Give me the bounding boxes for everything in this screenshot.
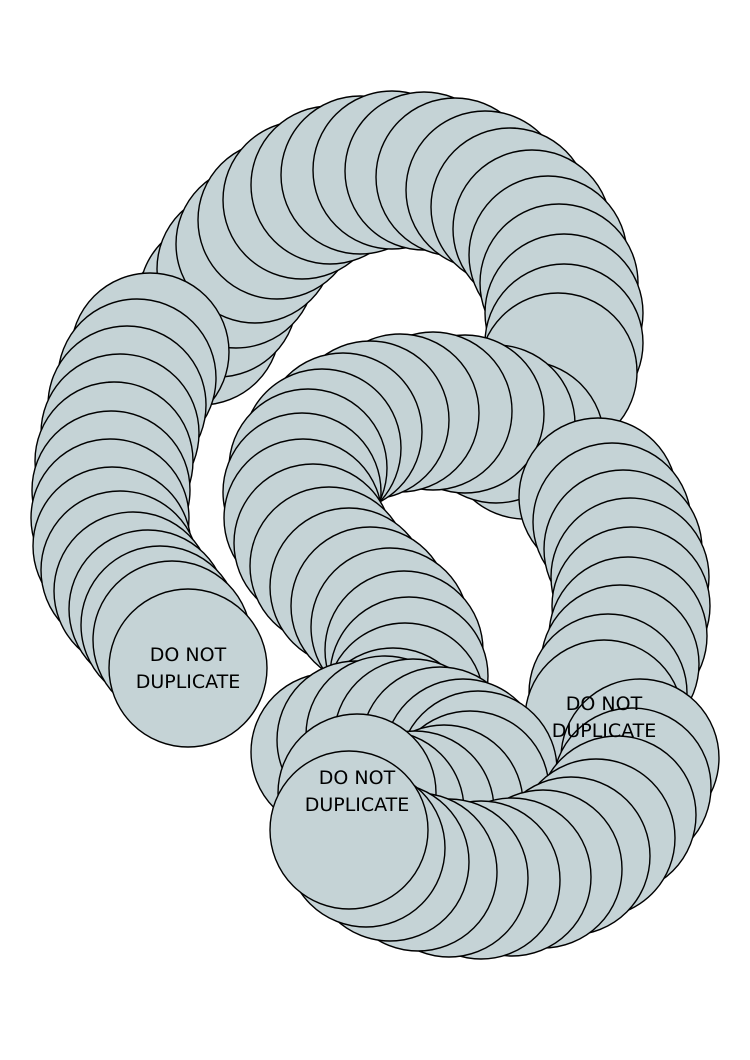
label-line-1: DO NOT: [150, 644, 227, 666]
disc-chains: [30, 90, 720, 960]
label-disc-right: DO NOT DUPLICATE: [552, 693, 657, 742]
sticker-disc: [108, 588, 268, 748]
label-line-2: DUPLICATE: [136, 671, 241, 693]
sticker-disc: [269, 750, 429, 910]
label-disc-bottom-left: DO NOT DUPLICATE: [136, 644, 241, 693]
label-line-1: DO NOT: [319, 767, 396, 789]
label-line-2: DUPLICATE: [552, 720, 657, 742]
label-line-1: DO NOT: [566, 693, 643, 715]
label-line-2: DUPLICATE: [305, 794, 410, 816]
label-disc-bottom-center: DO NOT DUPLICATE: [305, 767, 410, 816]
